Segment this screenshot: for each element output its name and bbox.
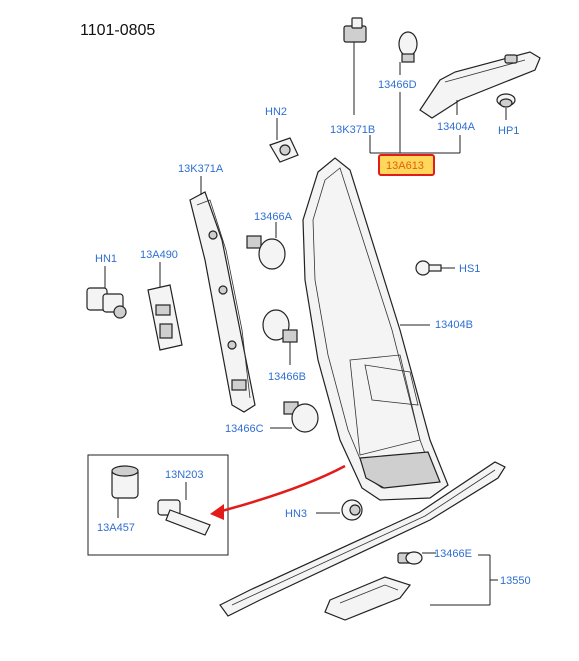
reference-number: 1101-0805 bbox=[80, 22, 155, 39]
label-hn3: HN3 bbox=[285, 508, 307, 520]
bulb-13466b-icon bbox=[262, 309, 298, 365]
high-mount-lamp-13404a-icon bbox=[419, 51, 541, 119]
leader-13a613 bbox=[369, 92, 461, 154]
label-hn1: HN1 bbox=[95, 253, 117, 265]
leader-13550 bbox=[430, 554, 498, 606]
bulb-13466c-icon bbox=[270, 401, 319, 433]
nut-13a457-icon bbox=[111, 465, 139, 518]
label-13a490: 13A490 bbox=[140, 249, 178, 261]
label-13466e: 13466E bbox=[434, 548, 472, 560]
bulb-13466a-icon bbox=[246, 222, 286, 270]
label-13n203: 13N203 bbox=[165, 469, 204, 481]
bulb-socket-13k371b-icon bbox=[343, 17, 367, 115]
label-13466c: 13466C bbox=[225, 423, 264, 435]
gasket-13a490-icon bbox=[147, 262, 183, 351]
trim-panel-13550-icon bbox=[219, 461, 506, 617]
label-13k371a: 13K371A bbox=[178, 163, 224, 175]
highlighted-part-13a613[interactable]: 13A613 bbox=[378, 154, 435, 176]
nut-hn2-icon bbox=[269, 118, 299, 163]
label-13a613: 13A613 bbox=[386, 160, 424, 172]
label-hs1: HS1 bbox=[459, 263, 480, 275]
label-hn2: HN2 bbox=[265, 106, 287, 118]
tail-lamp-13404b-icon bbox=[302, 157, 449, 501]
nut-hn1-icon bbox=[86, 266, 127, 319]
red-arrow-icon bbox=[210, 464, 346, 520]
inset-box bbox=[87, 454, 229, 556]
plate-lamp-icon bbox=[324, 576, 411, 621]
label-13466d: 13466D bbox=[378, 79, 417, 91]
grommet-hp1-icon bbox=[496, 93, 516, 120]
label-13404b: 13404B bbox=[435, 319, 473, 331]
bulb-carrier-13k371a-icon bbox=[189, 176, 256, 413]
label-13466a: 13466A bbox=[254, 211, 293, 223]
stud-13n203-icon bbox=[157, 482, 211, 536]
label-13a457: 13A457 bbox=[97, 522, 135, 534]
label-hp1: HP1 bbox=[498, 125, 519, 137]
label-13404a: 13404A bbox=[437, 121, 476, 133]
label-13k371b: 13K371B bbox=[330, 124, 375, 136]
nut-hn3-icon bbox=[316, 499, 363, 521]
bulb-13466d-icon bbox=[398, 31, 418, 75]
screw-hs1-icon bbox=[415, 260, 455, 276]
bulb-13466e-icon bbox=[397, 551, 436, 565]
label-13550: 13550 bbox=[500, 575, 531, 587]
label-13466b: 13466B bbox=[268, 371, 306, 383]
